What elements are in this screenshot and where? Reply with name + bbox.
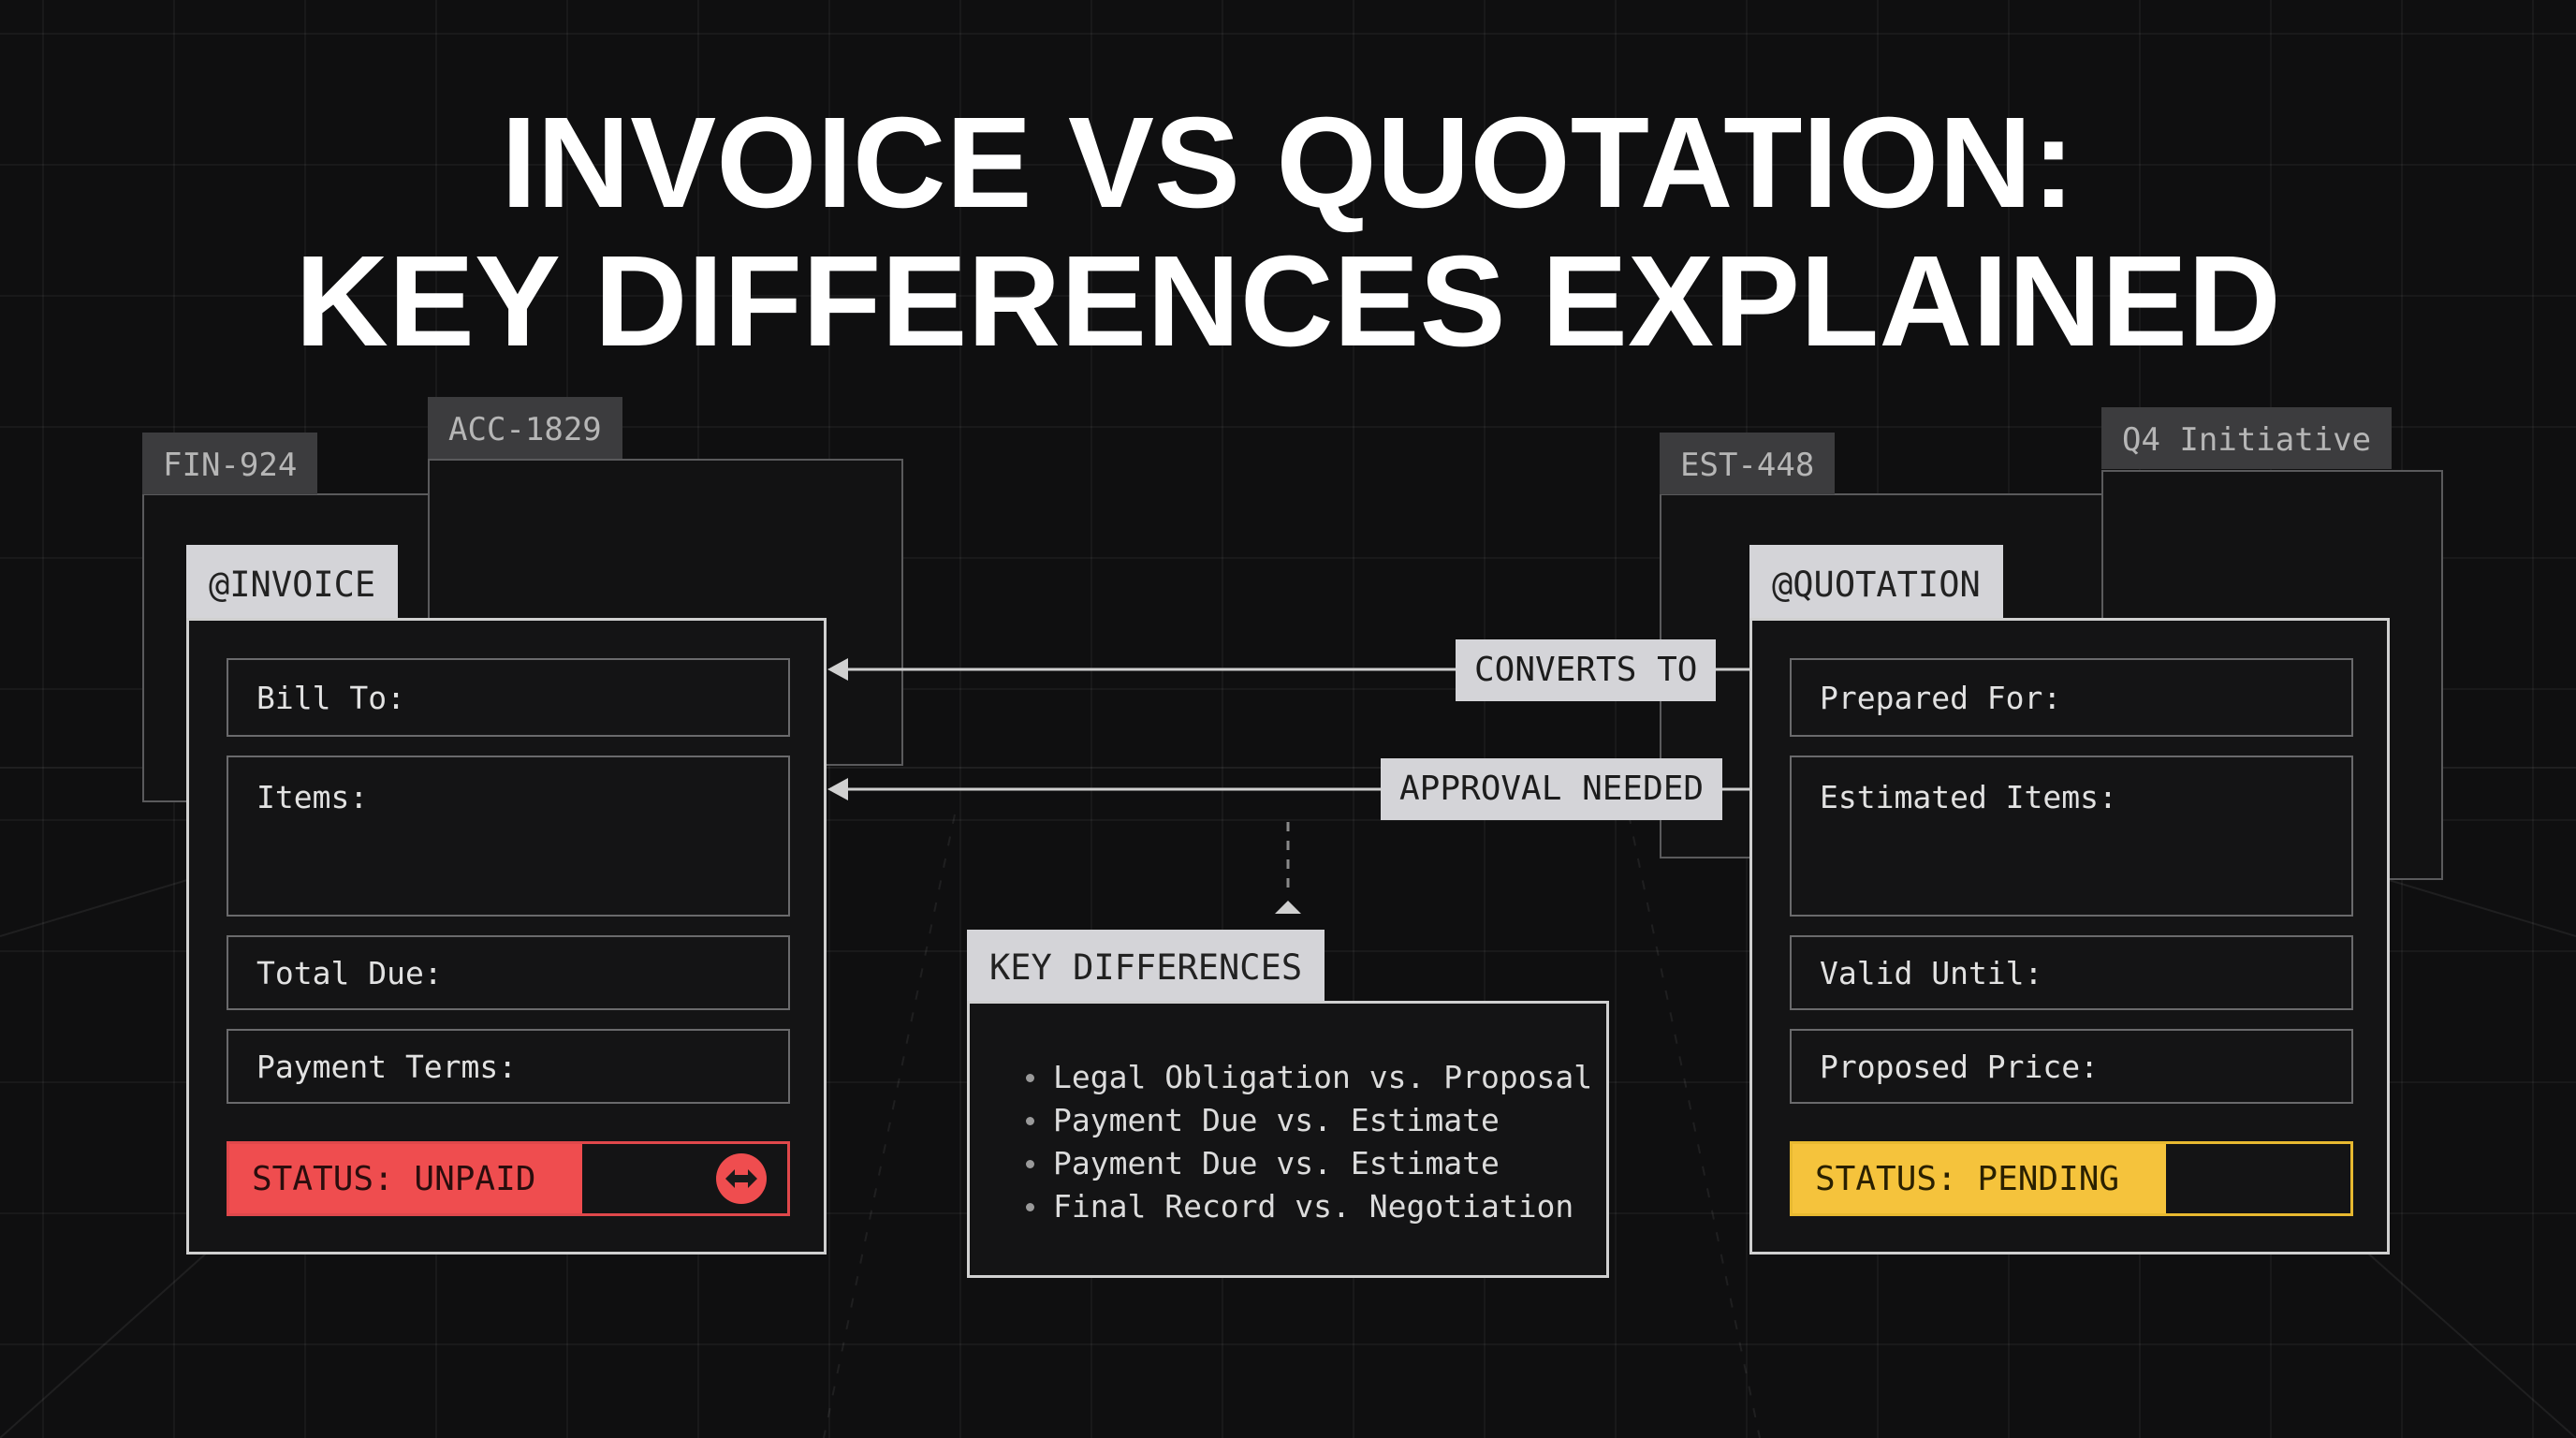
quotation-card: Prepared For: Estimated Items: Valid Unt… bbox=[1749, 618, 2390, 1255]
key-diff-arrow-head bbox=[1275, 901, 1301, 914]
key-differences-tab: KEY DIFFERENCES bbox=[967, 930, 1325, 1003]
invoice-tab[interactable]: @INVOICE bbox=[186, 545, 399, 620]
title-line-2: KEY DIFFERENCES EXPLAINED bbox=[295, 229, 2281, 374]
invoice-status-label: STATUS: UNPAID bbox=[229, 1144, 582, 1213]
page-title: INVOICE VS QUOTATION: KEY DIFFERENCES EX… bbox=[0, 94, 2576, 371]
quotation-tag-est: EST-448 bbox=[1660, 433, 1836, 494]
total-due-field[interactable]: Total Due: bbox=[227, 935, 790, 1010]
list-item: Legal Obligation vs. Proposal bbox=[1026, 1056, 1592, 1099]
converts-arrow-head bbox=[827, 658, 848, 681]
title-line-1: INVOICE VS QUOTATION: bbox=[501, 91, 2075, 235]
payment-terms-field[interactable]: Payment Terms: bbox=[227, 1029, 790, 1104]
approval-arrow-head bbox=[827, 778, 848, 800]
invoice-tag-acc: ACC-1829 bbox=[428, 397, 622, 459]
prepared-for-field[interactable]: Prepared For: bbox=[1790, 658, 2353, 737]
invoice-status-bar: STATUS: UNPAID bbox=[227, 1141, 790, 1216]
items-field[interactable]: Items: bbox=[227, 756, 790, 917]
valid-until-field[interactable]: Valid Until: bbox=[1790, 935, 2353, 1010]
quotation-tag-q4: Q4 Initiative bbox=[2101, 407, 2393, 469]
bullet-icon bbox=[1026, 1073, 1034, 1082]
list-item: Payment Due vs. Estimate bbox=[1026, 1099, 1592, 1142]
estimated-items-field[interactable]: Estimated Items: bbox=[1790, 756, 2353, 917]
bullet-icon bbox=[1026, 1159, 1034, 1168]
approval-needed-label: APPROVAL NEEDED bbox=[1381, 758, 1723, 820]
quotation-status-label: STATUS: PENDING bbox=[1793, 1144, 2166, 1213]
invoice-tag-fin: FIN-924 bbox=[142, 433, 318, 494]
converts-to-label: CONVERTS TO bbox=[1456, 639, 1717, 701]
bullet-icon bbox=[1026, 1202, 1034, 1211]
invoice-card: Bill To: Items: Total Due: Payment Terms… bbox=[186, 618, 827, 1255]
key-differences-list: Legal Obligation vs. Proposal Payment Du… bbox=[1026, 1056, 1592, 1228]
bullet-icon bbox=[1026, 1116, 1034, 1125]
swap-arrows-icon[interactable] bbox=[716, 1153, 767, 1204]
proposed-price-field[interactable]: Proposed Price: bbox=[1790, 1029, 2353, 1104]
list-item: Payment Due vs. Estimate bbox=[1026, 1142, 1592, 1185]
quotation-status-bar: STATUS: PENDING bbox=[1790, 1141, 2353, 1216]
quotation-tab[interactable]: @QUOTATION bbox=[1749, 545, 2003, 620]
key-differences-box: Legal Obligation vs. Proposal Payment Du… bbox=[967, 1001, 1609, 1278]
bill-to-field[interactable]: Bill To: bbox=[227, 658, 790, 737]
list-item: Final Record vs. Negotiation bbox=[1026, 1185, 1592, 1228]
